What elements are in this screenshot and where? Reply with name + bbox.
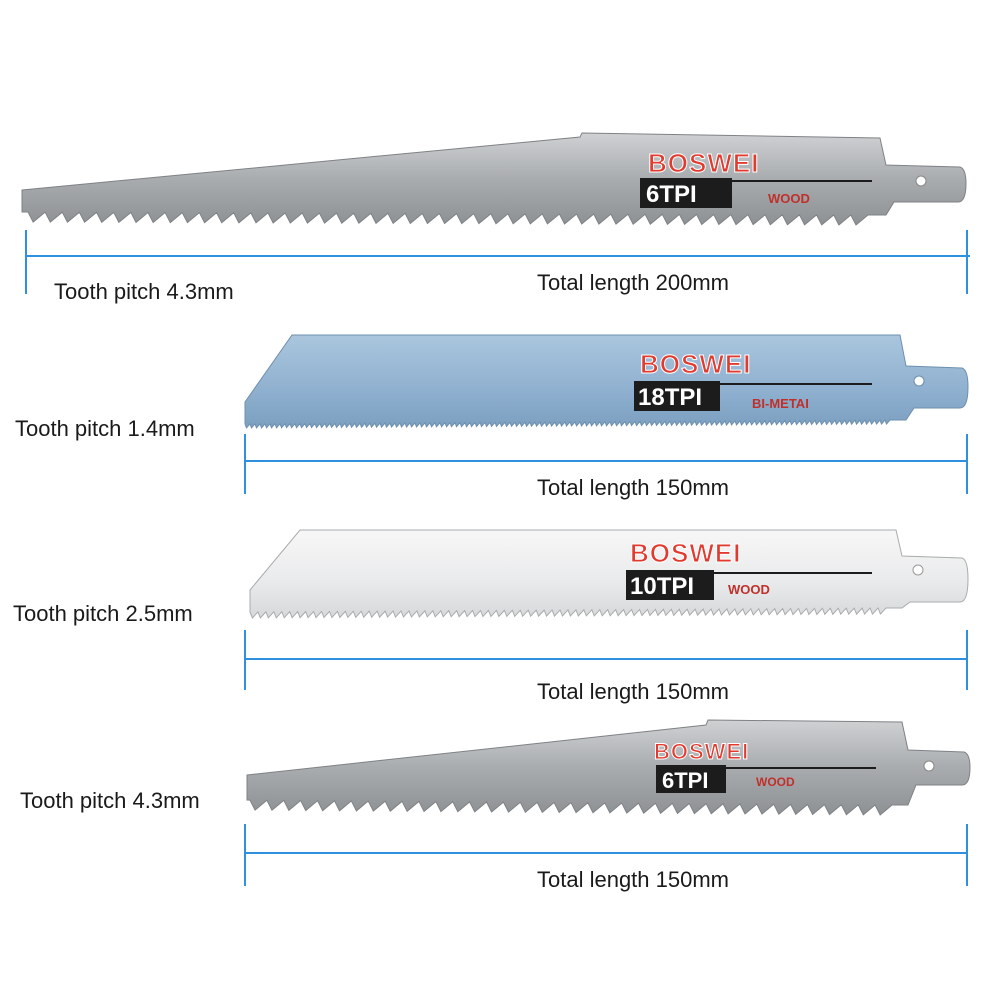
blade-tpi: 6TPI [662, 768, 708, 793]
tooth-pitch-label-1: Tooth pitch 4.3mm [54, 279, 234, 304]
blade-3: BOSWEI 10TPI WOOD [249, 529, 969, 619]
blade-body [21, 132, 967, 226]
measure-tick-left [25, 230, 27, 294]
measure-tick-right [966, 824, 968, 886]
blade-material: WOOD [768, 191, 810, 206]
total-length-label-3: Total length 150mm [537, 679, 729, 704]
measure-tick-right [966, 230, 968, 294]
blade-4: BOSWEI 6TPI WOOD [246, 719, 971, 816]
blade-brand: BOSWEI [630, 538, 741, 568]
tpi-box [656, 765, 726, 793]
blade-body [244, 334, 969, 429]
blade-brand: BOSWEI [654, 739, 749, 764]
total-length-label-4: Total length 150mm [537, 867, 729, 892]
length-measure-line-4 [246, 852, 968, 854]
blade-1: BOSWEI 6TPI WOOD [21, 132, 967, 226]
blade-brand: BOSWEI [640, 349, 751, 379]
total-length-label-2: Total length 150mm [537, 475, 729, 500]
blade-mount-hole [915, 175, 927, 187]
measure-tick-left [244, 630, 246, 690]
blade-mount-hole [912, 564, 924, 576]
length-measure-line-1 [26, 255, 970, 257]
tooth-pitch-label-2: Tooth pitch 1.4mm [15, 416, 195, 441]
blade-mount-hole [923, 760, 935, 772]
blade-body [246, 719, 971, 816]
blade-material: BI-METAI [752, 396, 809, 411]
tooth-pitch-label-3: Tooth pitch 2.5mm [13, 601, 193, 626]
blade-material: WOOD [756, 775, 795, 789]
blade-tpi: 6TPI [646, 181, 697, 208]
measure-tick-left [244, 824, 246, 886]
blade-tpi: 18TPI [638, 384, 702, 411]
measure-tick-left [244, 434, 246, 494]
length-measure-line-2 [246, 460, 968, 462]
tpi-box [634, 381, 720, 411]
blade-tpi: 10TPI [630, 573, 694, 600]
tpi-box [626, 570, 714, 600]
tooth-pitch-label-4: Tooth pitch 4.3mm [20, 788, 200, 813]
blade-mount-hole [913, 375, 925, 387]
blade-brand: BOSWEI [648, 148, 759, 178]
blade-2: BOSWEI 18TPI BI-METAI [244, 334, 969, 429]
measure-tick-right [966, 434, 968, 494]
tpi-box [640, 178, 732, 208]
measure-tick-right [966, 630, 968, 690]
total-length-label-1: Total length 200mm [537, 270, 729, 295]
length-measure-line-3 [246, 658, 968, 660]
blade-material: WOOD [728, 582, 770, 597]
blade-body [249, 529, 969, 619]
